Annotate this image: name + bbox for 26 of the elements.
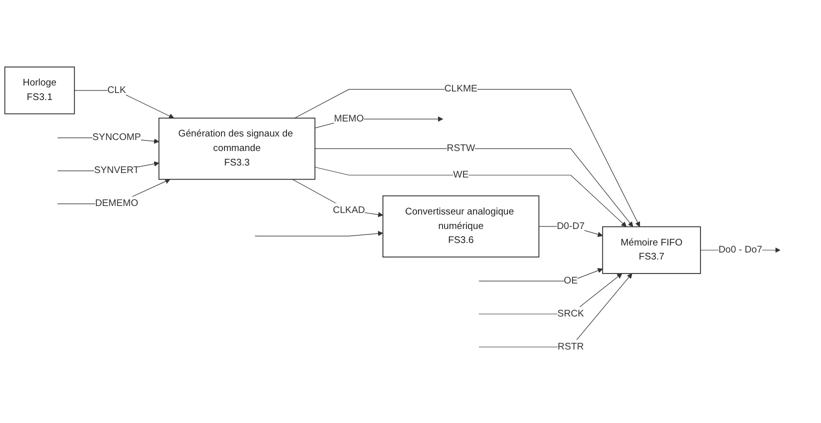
node-box: Mémoire FIFO FS3.7 [602, 226, 701, 274]
arrow [478, 273, 622, 314]
edge-label: CLK [107, 85, 126, 96]
node-box: Génération des signaux de commande FS3.3 [158, 118, 316, 180]
edge-label: WE [453, 170, 469, 180]
edge-label: SRCK [557, 308, 584, 319]
arrow [294, 89, 640, 227]
arrow [478, 273, 632, 348]
arrow [74, 90, 174, 118]
edge-label: CLKME [444, 84, 478, 94]
arrow [478, 268, 603, 282]
edge-label: SYNCOMP [92, 132, 141, 143]
edge-label: Do0 - Do7 [718, 244, 762, 255]
edge-label: MEMO [334, 114, 364, 124]
edge-label: SYNVERT [94, 165, 140, 176]
arrow [314, 148, 634, 227]
node-box: Convertisseur analogique numérique FS3.6 [382, 195, 540, 258]
edge-label: DEMEMO [95, 198, 138, 209]
edge-label: CLKAD [332, 204, 365, 216]
edge-label: RSTW [446, 143, 476, 154]
edge-label: OE [564, 276, 578, 286]
edge-label: D0-D7 [556, 221, 585, 232]
node-box: Horloge FS3.1 [4, 66, 75, 114]
arrow [314, 166, 627, 227]
arrow [254, 230, 384, 236]
edge-label: RSTR [558, 342, 584, 352]
